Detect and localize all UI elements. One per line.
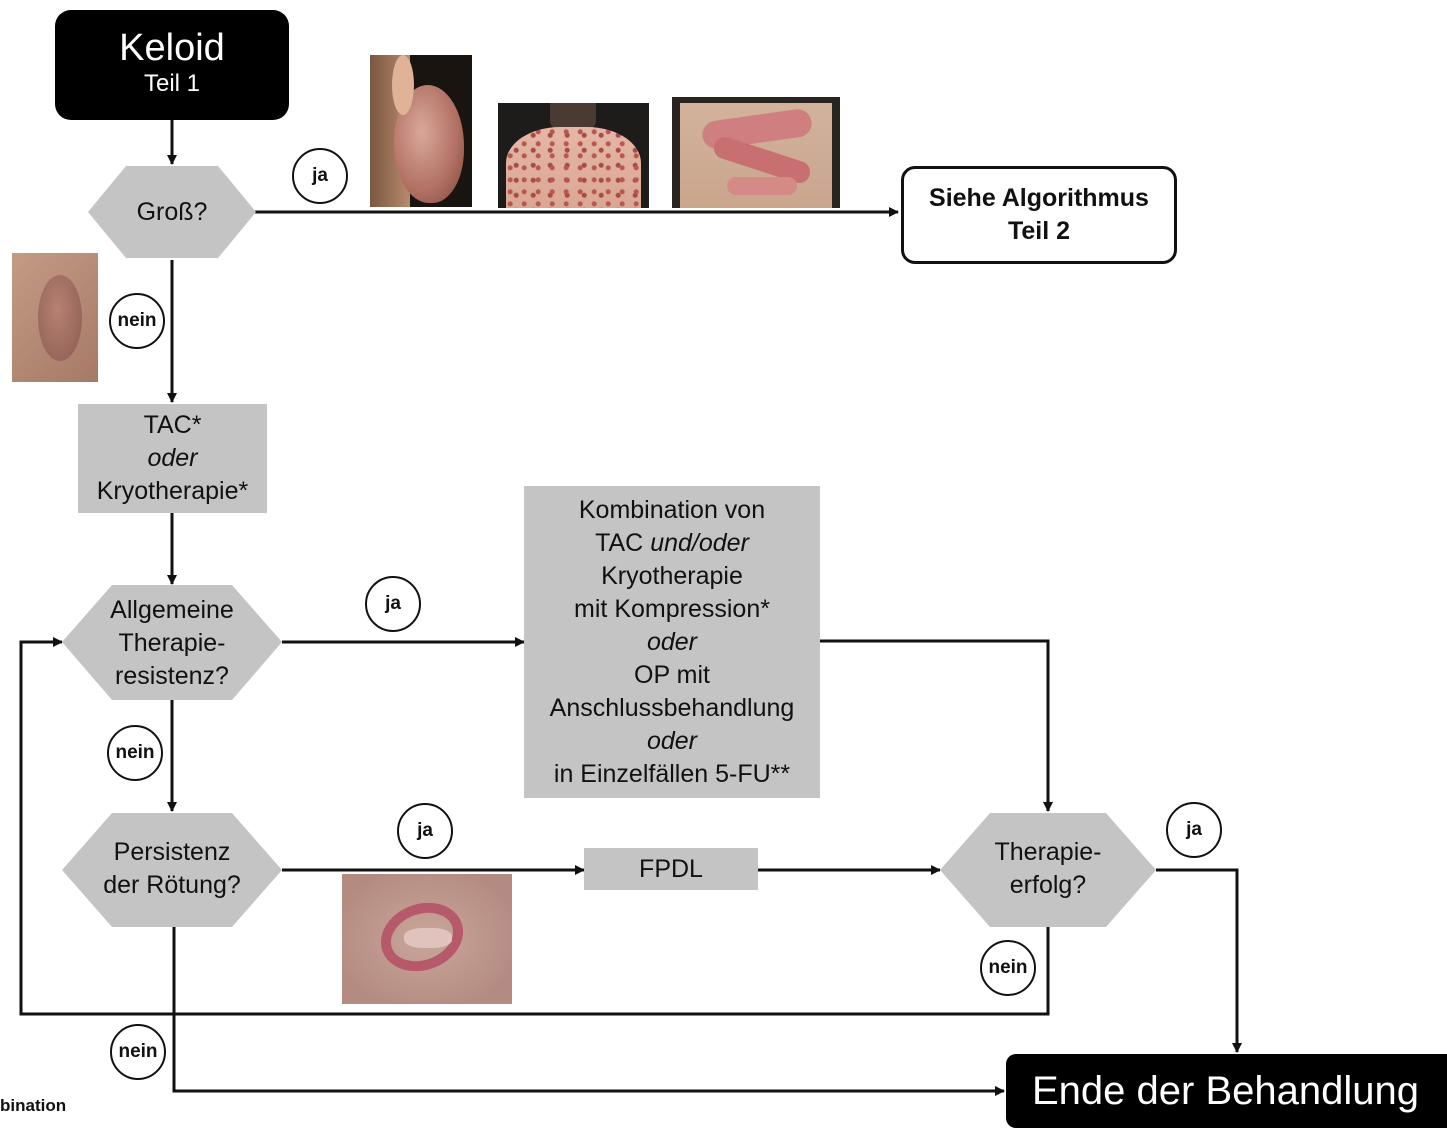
box-tac-kryotherapie: TAC* oder Kryotherapie* <box>78 404 267 513</box>
decision-gross: Groß? <box>88 166 256 258</box>
box-tac-line2: oder <box>147 442 197 475</box>
start-keloid-box: Keloid Teil 1 <box>55 10 289 120</box>
box-tac-line3: Kryotherapie* <box>97 475 248 508</box>
arrow-kombination-to-erfolg <box>820 641 1048 811</box>
box-fpdl-label: FPDL <box>639 853 703 886</box>
bubble-nein-gross: nein <box>109 293 165 349</box>
algorithmus-line2: Teil 2 <box>904 215 1174 248</box>
back-keloids-photo <box>498 103 649 208</box>
box-kombination: Kombination von TAC und/oder Kryotherapi… <box>524 486 820 798</box>
kombination-line1: Kombination von <box>579 494 765 527</box>
end-label: Ende der Behandlung <box>1032 1069 1419 1114</box>
start-subtitle: Teil 1 <box>55 70 289 98</box>
decision-resistenz: Allgemeine Therapie- resistenz? <box>62 588 282 698</box>
bubble-nein-erfolg: nein <box>980 940 1036 996</box>
decision-erfolg-line2: erfolg? <box>1010 869 1086 902</box>
decision-erfolg-line1: Therapie- <box>995 836 1102 869</box>
bubble-ja-roetung: ja <box>397 803 453 859</box>
end-box: Ende der Behandlung <box>1006 1054 1447 1128</box>
kombination-line9: in Einzelfällen 5-FU** <box>554 758 790 791</box>
box-tac-line1: TAC* <box>144 409 202 442</box>
decision-resistenz-line2: Therapie- <box>119 627 226 660</box>
box-fpdl: FPDL <box>584 848 758 890</box>
kombination-line2: TAC und/oder <box>595 527 749 560</box>
decision-roetung-line1: Persistenz <box>114 836 231 869</box>
kombination-line3: Kryotherapie <box>601 560 743 593</box>
kombination-line5: oder <box>647 626 697 659</box>
ear-keloid-photo <box>370 55 472 207</box>
kombination-line4: mit Kompression* <box>574 593 770 626</box>
bubble-ja-gross: ja <box>292 148 348 204</box>
bubble-nein-resistenz: nein <box>107 725 163 781</box>
kombination-line8: oder <box>647 725 697 758</box>
red-scar-photo <box>342 874 512 1004</box>
bubble-ja-resistenz: ja <box>365 576 421 632</box>
decision-roetung: Persistenz der Rötung? <box>62 822 282 916</box>
arrow-erfolg-ja <box>1156 870 1237 1052</box>
start-title: Keloid <box>55 26 289 70</box>
kombination-line6: OP mit <box>634 659 710 692</box>
chest-keloids-photo <box>672 97 840 208</box>
decision-resistenz-line1: Allgemeine <box>110 594 234 627</box>
shoulder-keloid-photo <box>12 253 98 382</box>
kombination-line2-undoder: und/oder <box>650 529 749 557</box>
arrow-roetung-nein <box>174 927 1004 1091</box>
box-siehe-algorithmus: Siehe Algorithmus Teil 2 <box>901 166 1177 264</box>
decision-resistenz-line3: resistenz? <box>115 660 229 693</box>
decision-gross-label: Groß? <box>137 196 208 229</box>
bubble-nein-roetung: nein <box>110 1024 166 1080</box>
decision-erfolg: Therapie- erfolg? <box>940 822 1156 916</box>
kombination-line7: Anschlussbehandlung <box>550 692 795 725</box>
decision-roetung-line2: der Rötung? <box>103 869 241 902</box>
kombination-line2-tac: TAC <box>595 529 643 557</box>
algorithmus-line1: Siehe Algorithmus <box>904 182 1174 215</box>
bubble-ja-erfolg: ja <box>1166 802 1222 858</box>
footnote-fragment: bination <box>0 1096 66 1116</box>
